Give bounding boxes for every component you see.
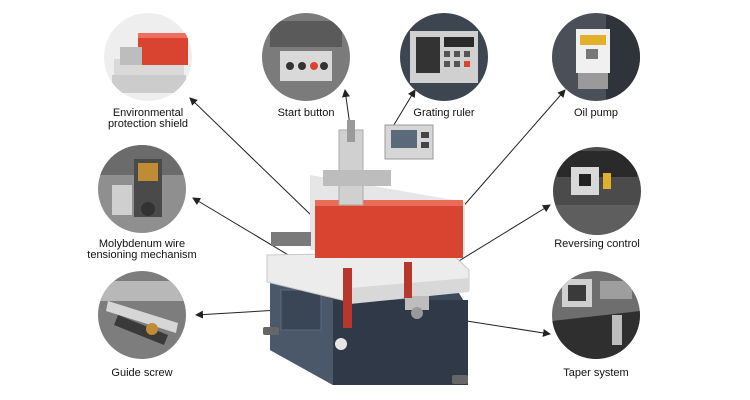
switch-photo-icon [553,147,641,235]
label-start-button: Start button [277,107,335,119]
screw-photo-icon [98,271,186,359]
label-env-shield: Environmental protection shield [107,107,189,130]
label-taper-system: Taper system [563,367,629,379]
shield-photo-icon [104,13,192,101]
label-oil-pump: Oil pump [573,107,619,119]
pointer-env-shield [189,97,313,217]
display-photo-icon [400,13,488,101]
button-panel-photo-icon [262,13,350,101]
pointer-oil-pump [459,89,566,211]
label-grating-ruler: Grating ruler [413,107,475,119]
wire-edm-machine [263,120,470,385]
label-moly-wire: Molybdenum wire tensioning mechanism [87,238,197,261]
label-reversing-control: Reversing control [554,238,640,250]
tensioner-photo-icon [98,145,186,233]
taper-photo-icon [552,271,640,359]
pump-photo-icon [552,13,640,101]
pointer-grating-ruler [391,89,416,129]
pointer-moly-wire [192,197,301,263]
label-guide-screw: Guide screw [111,367,173,379]
